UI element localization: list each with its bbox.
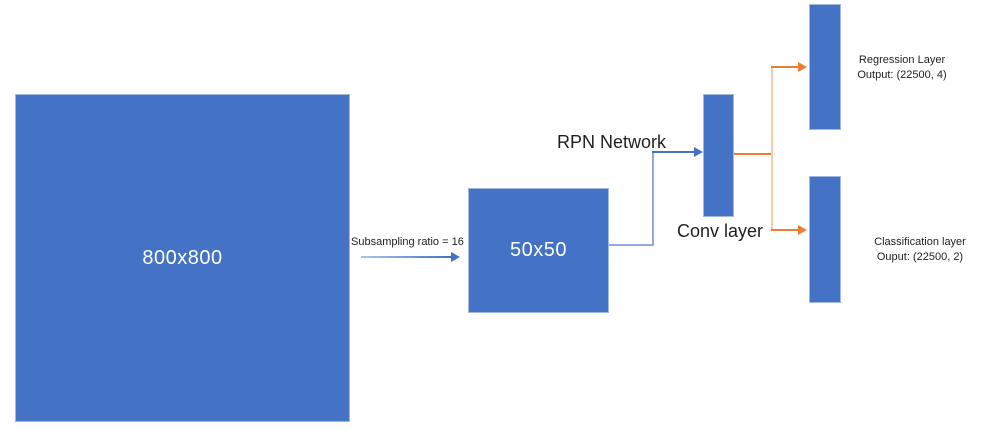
conv-output-connector xyxy=(734,153,773,155)
classification-layer-title: Classification layer xyxy=(874,236,966,248)
rpn-network-label: RPN Network xyxy=(557,132,667,152)
input-image-node: 800x800 xyxy=(15,94,350,422)
conv-layer-node xyxy=(703,94,734,217)
feature-map-label: 50x50 xyxy=(510,239,567,261)
rpn-connector-horizontal-upper xyxy=(652,151,694,153)
classification-connector xyxy=(771,229,798,231)
conv-layer-label: Conv layer xyxy=(677,221,764,241)
input-image-label: 800x800 xyxy=(142,246,223,269)
rpn-connector-horizontal-lower xyxy=(609,244,654,246)
subsampling-arrow-shaft xyxy=(361,256,451,258)
rpn-connector-vertical xyxy=(652,152,654,246)
classification-arrowhead-icon xyxy=(798,225,807,235)
rpn-arrowhead-icon xyxy=(694,147,703,157)
classification-layer-output: Ouput: (22500, 2) xyxy=(876,251,964,263)
subsampling-arrowhead-icon xyxy=(451,252,460,262)
classification-layer-caption: Classification layer Ouput: (22500, 2) xyxy=(845,235,995,265)
regression-layer-output: Output: (22500, 4) xyxy=(857,69,947,81)
subsampling-ratio-label: Subsampling ratio = 16 xyxy=(351,236,464,248)
split-connector-vertical xyxy=(771,67,773,230)
regression-layer-node xyxy=(809,4,841,130)
regression-arrowhead-icon xyxy=(798,62,807,72)
regression-connector xyxy=(771,66,798,68)
classification-layer-node xyxy=(809,176,841,303)
regression-layer-caption: Regression Layer Output: (22500, 4) xyxy=(832,53,972,83)
regression-layer-title: Regression Layer xyxy=(858,54,946,66)
feature-map-node: 50x50 xyxy=(468,188,609,313)
